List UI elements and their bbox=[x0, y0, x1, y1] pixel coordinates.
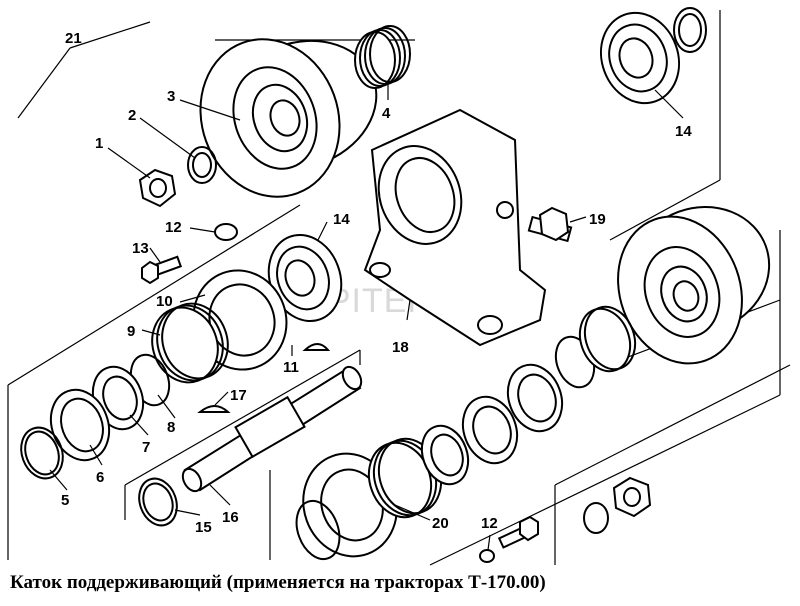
callout-16: 16 bbox=[222, 509, 239, 526]
callout-20: 20 bbox=[432, 515, 449, 532]
ring-6 bbox=[49, 388, 111, 462]
callout-12-upper: 12 bbox=[165, 219, 182, 236]
callout-21: 21 bbox=[65, 30, 82, 47]
lock-washer-2 bbox=[187, 146, 217, 184]
callout-2: 2 bbox=[128, 107, 136, 124]
nut-1 bbox=[138, 168, 177, 208]
leader-lines bbox=[49, 82, 684, 551]
key-11 bbox=[302, 343, 331, 351]
callout-9: 9 bbox=[127, 323, 135, 340]
callout-17: 17 bbox=[230, 387, 247, 404]
spring-seal-9 bbox=[151, 302, 229, 384]
exploded-guide-lines bbox=[7, 10, 791, 566]
callout-19: 19 bbox=[589, 211, 606, 228]
callout-5: 5 bbox=[61, 492, 69, 509]
washer-12-lower bbox=[479, 549, 495, 563]
bolt-lower bbox=[497, 515, 539, 549]
callout-11: 11 bbox=[283, 359, 299, 376]
callout-15: 15 bbox=[195, 519, 212, 536]
callout-8: 8 bbox=[167, 419, 175, 436]
snap-ring-15 bbox=[138, 477, 178, 527]
snap-ring-5 bbox=[20, 426, 64, 480]
callout-4: 4 bbox=[382, 105, 391, 122]
callout-1: 1 bbox=[95, 135, 103, 152]
bolt-19 bbox=[527, 206, 573, 243]
callout-14-middle: 14 bbox=[333, 211, 350, 228]
bracket-housing-18 bbox=[363, 108, 547, 347]
bearing-14-top bbox=[599, 7, 707, 105]
roller-wheel-3 bbox=[199, 38, 378, 198]
bearing-14-middle bbox=[267, 233, 343, 323]
callout-7: 7 bbox=[142, 439, 150, 456]
callout-13: 13 bbox=[132, 240, 149, 257]
washer-lower-right bbox=[583, 502, 609, 534]
figure-caption: Каток поддерживающий (применяется на тра… bbox=[10, 572, 546, 593]
callout-14-top: 14 bbox=[675, 123, 692, 140]
bolt-13 bbox=[141, 255, 183, 285]
callout-18: 18 bbox=[392, 339, 409, 356]
nut-lower-right bbox=[612, 476, 652, 518]
callout-12-lower: 12 bbox=[481, 515, 498, 532]
roller-wheel-right bbox=[617, 206, 771, 365]
washer-12-upper bbox=[214, 223, 238, 241]
callout-10: 10 bbox=[156, 293, 173, 310]
callout-labels: 21 3 4 2 1 14 14 12 13 19 10 9 18 11 17 … bbox=[61, 30, 692, 536]
spring-seal-4 bbox=[354, 25, 411, 89]
key-17 bbox=[197, 405, 231, 413]
callout-6: 6 bbox=[96, 469, 104, 486]
axle-shaft-16 bbox=[181, 365, 363, 493]
callout-3: 3 bbox=[167, 88, 175, 105]
seal-rings-lower-right bbox=[420, 305, 637, 486]
